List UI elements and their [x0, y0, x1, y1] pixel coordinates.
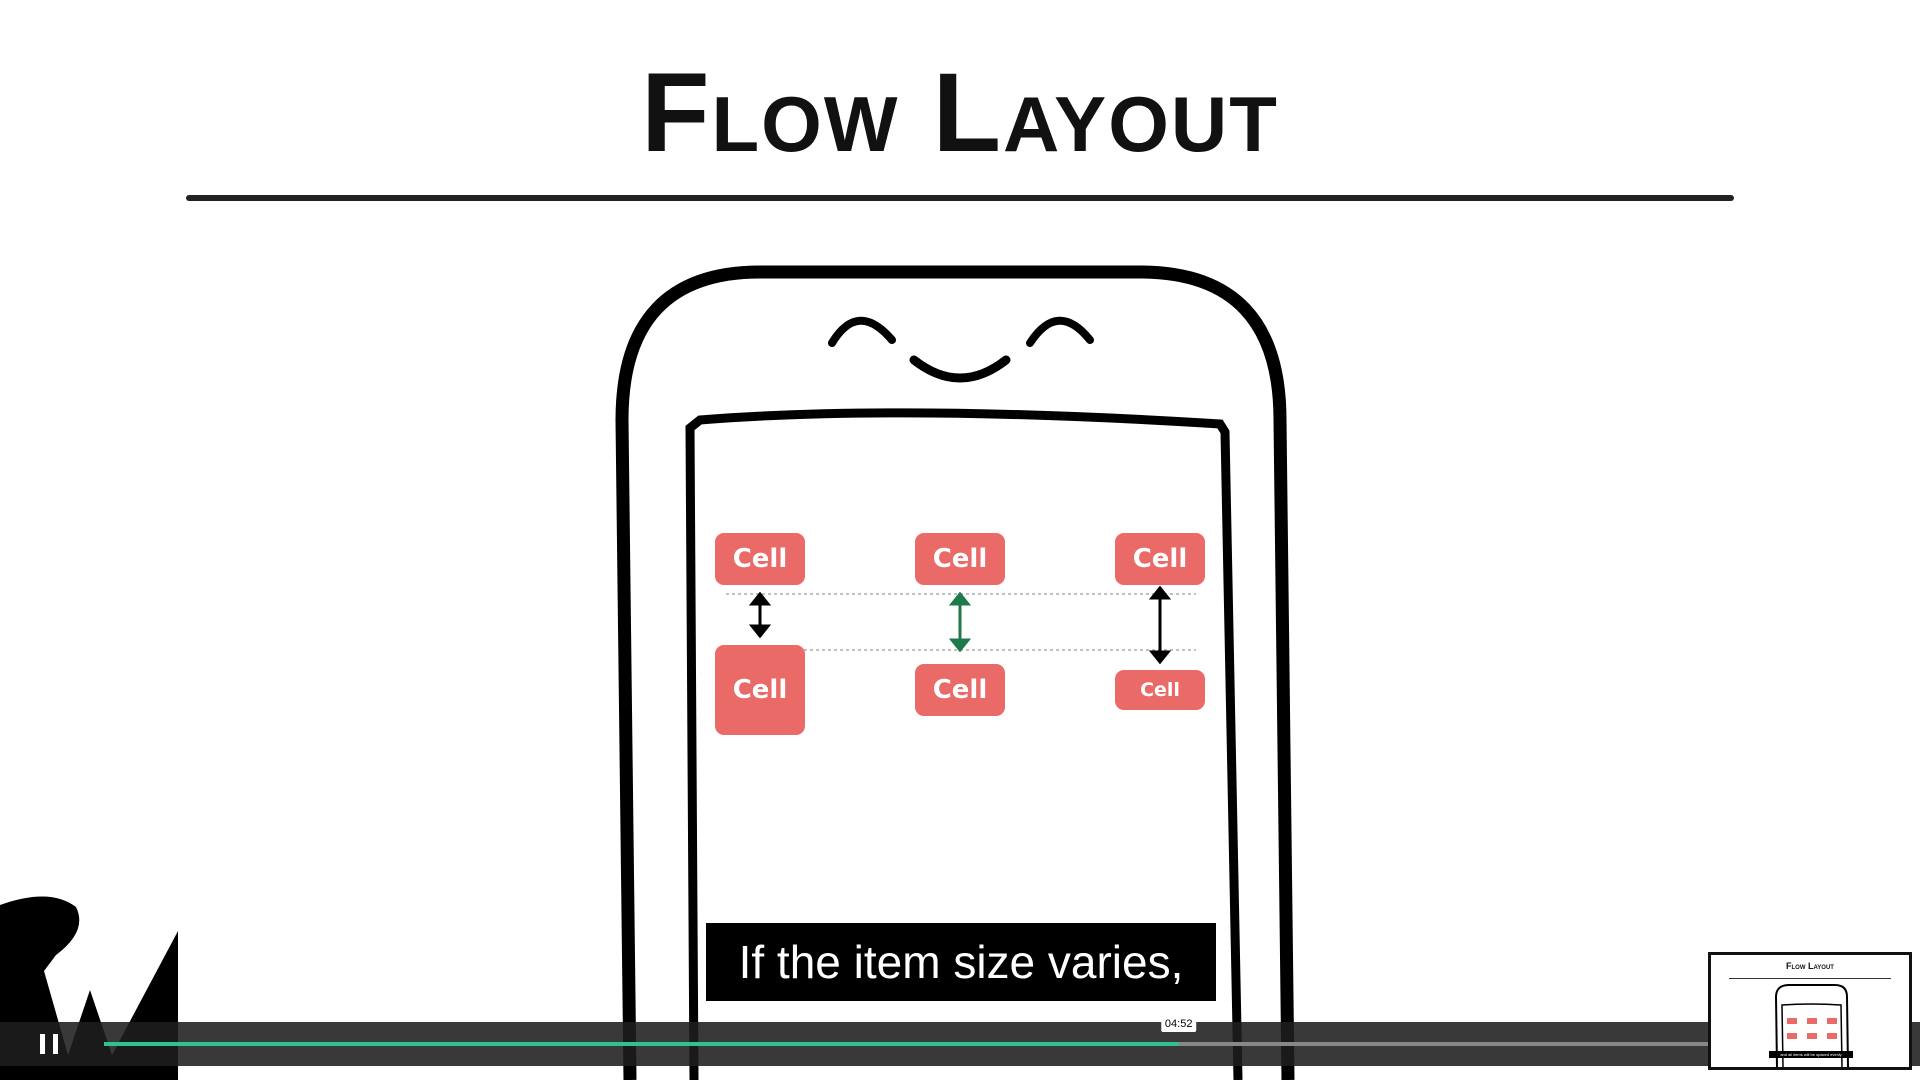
title-divider [186, 195, 1734, 201]
seek-bar[interactable] [104, 1042, 1708, 1046]
cell-row1-middle: Cell [915, 533, 1005, 585]
spacing-arrow-right [1148, 585, 1172, 665]
smile [909, 355, 1011, 383]
hover-time-tooltip: 04:52 [1160, 1016, 1197, 1032]
left-eye [828, 316, 896, 347]
preview-caption: and all items will be spaced evenly [1780, 1052, 1842, 1057]
preview-phone [1769, 984, 1853, 1067]
spacing-arrow-middle [948, 591, 972, 653]
right-eye [1026, 316, 1094, 347]
caption-subtitle: If the item size varies, [706, 923, 1216, 1001]
cell-row1-left: Cell [715, 533, 805, 585]
cell-row2-right: Cell [1115, 670, 1205, 710]
seek-progress [104, 1042, 1179, 1046]
cell-row1-right: Cell [1115, 533, 1205, 585]
pause-icon[interactable] [40, 1034, 58, 1054]
cell-row2-left: Cell [715, 645, 805, 735]
preview-divider [1729, 978, 1891, 979]
spacing-arrow-left [748, 591, 772, 639]
slide-title: Flow Layout [641, 50, 1279, 175]
preview-title: Flow Layout [1786, 961, 1834, 971]
seek-preview-thumbnail: Flow Layout and all items will be spaced… [1708, 952, 1912, 1070]
cell-row2-middle: Cell [915, 664, 1005, 716]
